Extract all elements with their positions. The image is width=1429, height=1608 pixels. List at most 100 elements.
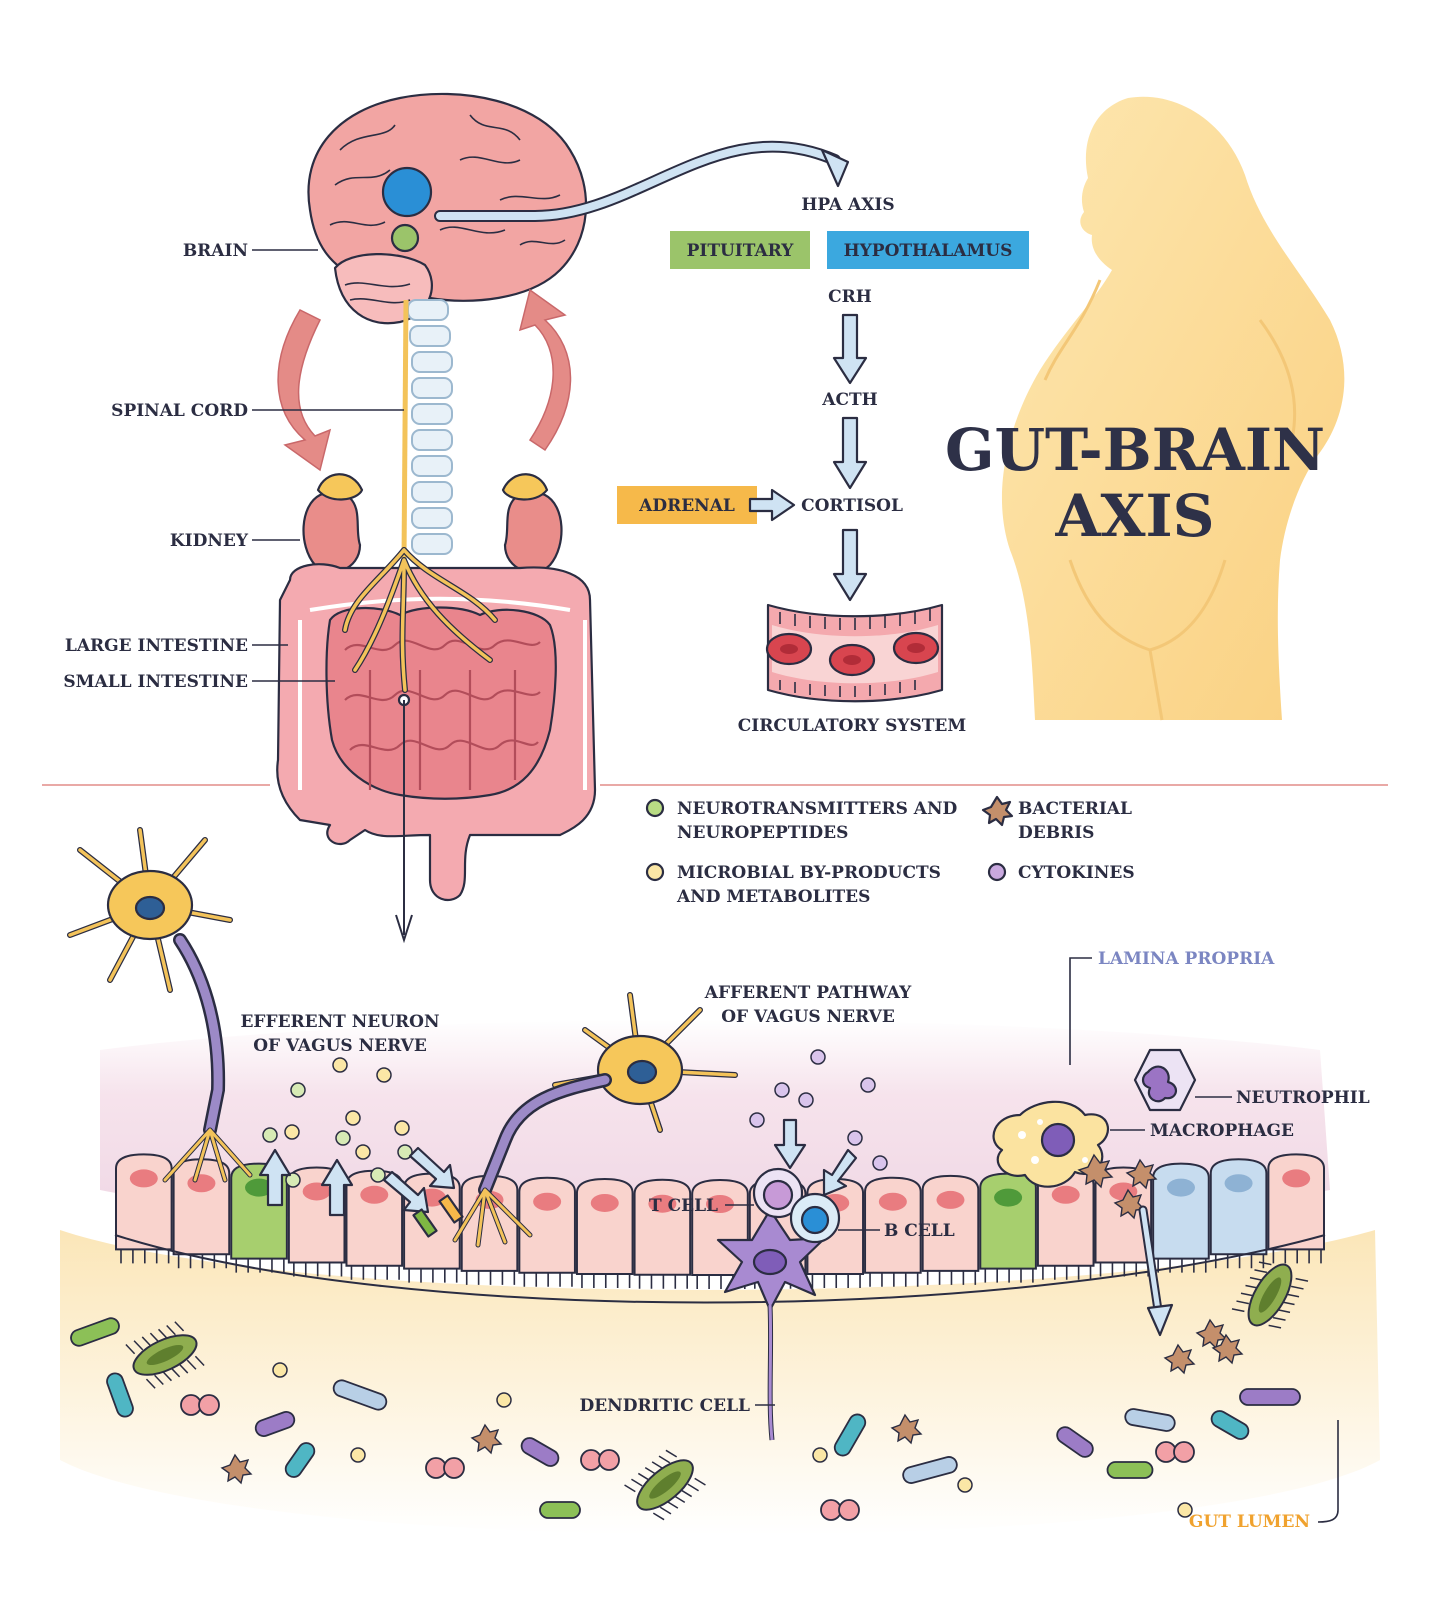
- adrenal-box: [617, 486, 757, 524]
- anatomy-labels: BRAIN SPINAL CORD KIDNEY LARGE INTESTINE…: [63, 241, 404, 692]
- title-line1: GUT-BRAIN: [945, 416, 1325, 484]
- microvilli: [1272, 1249, 1322, 1264]
- cell-nucleus: [936, 1190, 965, 1209]
- epithelial-cell: [1267, 1153, 1325, 1251]
- label-spinal-cord: SPINAL CORD: [111, 401, 248, 421]
- cortisol-label: CORTISOL: [801, 496, 903, 516]
- microvilli: [581, 1273, 631, 1288]
- coccus-bacterium: [838, 1499, 860, 1521]
- legend-bacterial-line2: DEBRIS: [1018, 823, 1094, 843]
- immune-cells: [220, 957, 1339, 1523]
- epithelial-cell: [979, 1172, 1037, 1270]
- cell-nucleus: [1051, 1185, 1080, 1204]
- bacteria-icon: [70, 1261, 1309, 1521]
- label-small-intestine: SMALL INTESTINE: [63, 672, 248, 692]
- label-dendritic-cell: DENDRITIC CELL: [579, 1396, 750, 1416]
- cell-nucleus: [129, 1169, 158, 1188]
- hpa-axis: HPA AXIS PITUITARY HYPOTHALAMUS CRH ACTH…: [617, 195, 1029, 736]
- rod-bacterium: [1056, 1426, 1094, 1458]
- cell-nucleus: [878, 1192, 907, 1211]
- epithelial-cell: [1152, 1162, 1210, 1260]
- metabolite-dot: [350, 1447, 366, 1463]
- coccus-bacterium: [598, 1449, 620, 1471]
- microvilli: [350, 1265, 400, 1280]
- microvilli: [926, 1270, 977, 1285]
- epithelial-cell: [575, 1177, 634, 1275]
- legend-microbial-line2: AND METABOLITES: [676, 887, 870, 907]
- rod-bacterium: [520, 1437, 560, 1467]
- label-neutrophil: NEUTROPHIL: [1236, 1088, 1370, 1108]
- legend-cytokine-icon: [987, 862, 1007, 882]
- title-line2: AXIS: [1054, 482, 1214, 550]
- legend: NEUROTRANSMITTERS AND NEUROPEPTIDES MICR…: [645, 795, 1135, 907]
- cell-nucleus: [245, 1178, 274, 1197]
- brain-icon: [307, 92, 850, 325]
- microvilli: [177, 1254, 228, 1269]
- label-t-cell: T CELL: [649, 1196, 718, 1216]
- cell-nucleus: [994, 1188, 1023, 1207]
- label-macrophage: MACROPHAGE: [1150, 1121, 1294, 1141]
- coccus-bacterium: [198, 1394, 220, 1416]
- rod-bacterium: [1124, 1408, 1176, 1432]
- cell-nucleus: [706, 1195, 734, 1213]
- label-efferent-2: OF VAGUS NERVE: [253, 1036, 427, 1056]
- label-afferent-2: OF VAGUS NERVE: [721, 1007, 895, 1027]
- rod-bacterium: [1210, 1410, 1250, 1440]
- microvilli: [1099, 1262, 1149, 1277]
- microvilli: [869, 1272, 919, 1287]
- rod-bacterium: [284, 1442, 316, 1478]
- rod-bacterium: [539, 1501, 581, 1519]
- arrow-cortisol-blood: [832, 528, 868, 602]
- arrow-adrenal-cortisol: [748, 488, 796, 522]
- microvilli: [638, 1274, 688, 1289]
- legend-microbial-icon: [645, 862, 665, 882]
- microvilli: [120, 1249, 170, 1264]
- adrenal-label: ADRENAL: [638, 496, 735, 516]
- coccus-bacterium: [443, 1457, 465, 1479]
- coccus-bacterium: [820, 1499, 842, 1521]
- intestine-icon: [276, 547, 597, 902]
- label-afferent-1: AFFERENT PATHWAY: [704, 983, 912, 1003]
- neuron-icon: [67, 827, 738, 1248]
- label-large-intestine: LARGE INTESTINE: [65, 636, 248, 656]
- epithelial-cell: [115, 1153, 173, 1251]
- gut-labels: EFFERENT NEURON OF VAGUS NERVE AFFERENT …: [240, 949, 1369, 1532]
- microvilli: [293, 1262, 343, 1277]
- hypothalamus-box: [827, 231, 1029, 269]
- microvilli: [984, 1268, 1034, 1283]
- metabolite-dot: [812, 1447, 828, 1463]
- crh-label: CRH: [828, 287, 872, 307]
- microvilli: [465, 1270, 516, 1285]
- circulatory-label: CIRCULATORY SYSTEM: [738, 716, 967, 736]
- epithelial-cell: [1209, 1158, 1268, 1256]
- legend-neuro-line2: NEUROPEPTIDES: [677, 823, 848, 843]
- rod-bacterium: [1239, 1388, 1301, 1406]
- cell-nucleus: [1166, 1178, 1195, 1197]
- label-lamina-propria: LAMINA PROPRIA: [1098, 949, 1275, 969]
- pituitary-box: [670, 231, 810, 269]
- hpa-heading: HPA AXIS: [801, 195, 894, 215]
- coccus-bacterium: [1173, 1441, 1195, 1463]
- microvilli: [408, 1268, 458, 1283]
- kidney-icon: [302, 473, 563, 574]
- label-gut-lumen: GUT LUMEN: [1189, 1512, 1310, 1532]
- cell-nucleus: [360, 1185, 389, 1204]
- cell-nucleus: [590, 1193, 619, 1212]
- coccus-bacterium: [1155, 1441, 1177, 1463]
- microvilli: [811, 1273, 861, 1288]
- cell-nucleus: [1282, 1169, 1311, 1188]
- microvilli: [696, 1275, 746, 1289]
- microvilli: [1214, 1254, 1265, 1269]
- circulation-arrows: [277, 288, 572, 472]
- metabolite-dot: [496, 1392, 512, 1408]
- label-efferent-1: EFFERENT NEURON: [240, 1012, 439, 1032]
- rod-bacterium: [254, 1410, 296, 1438]
- coccus-bacterium: [425, 1457, 447, 1479]
- blood-vessel-icon: [765, 603, 944, 703]
- arrow-crh-acth: [832, 313, 868, 385]
- legend-microbial-line1: MICROBIAL BY-PRODUCTS: [677, 863, 941, 883]
- cell-nucleus: [302, 1182, 331, 1201]
- arrow-acth-cortisol: [832, 416, 868, 490]
